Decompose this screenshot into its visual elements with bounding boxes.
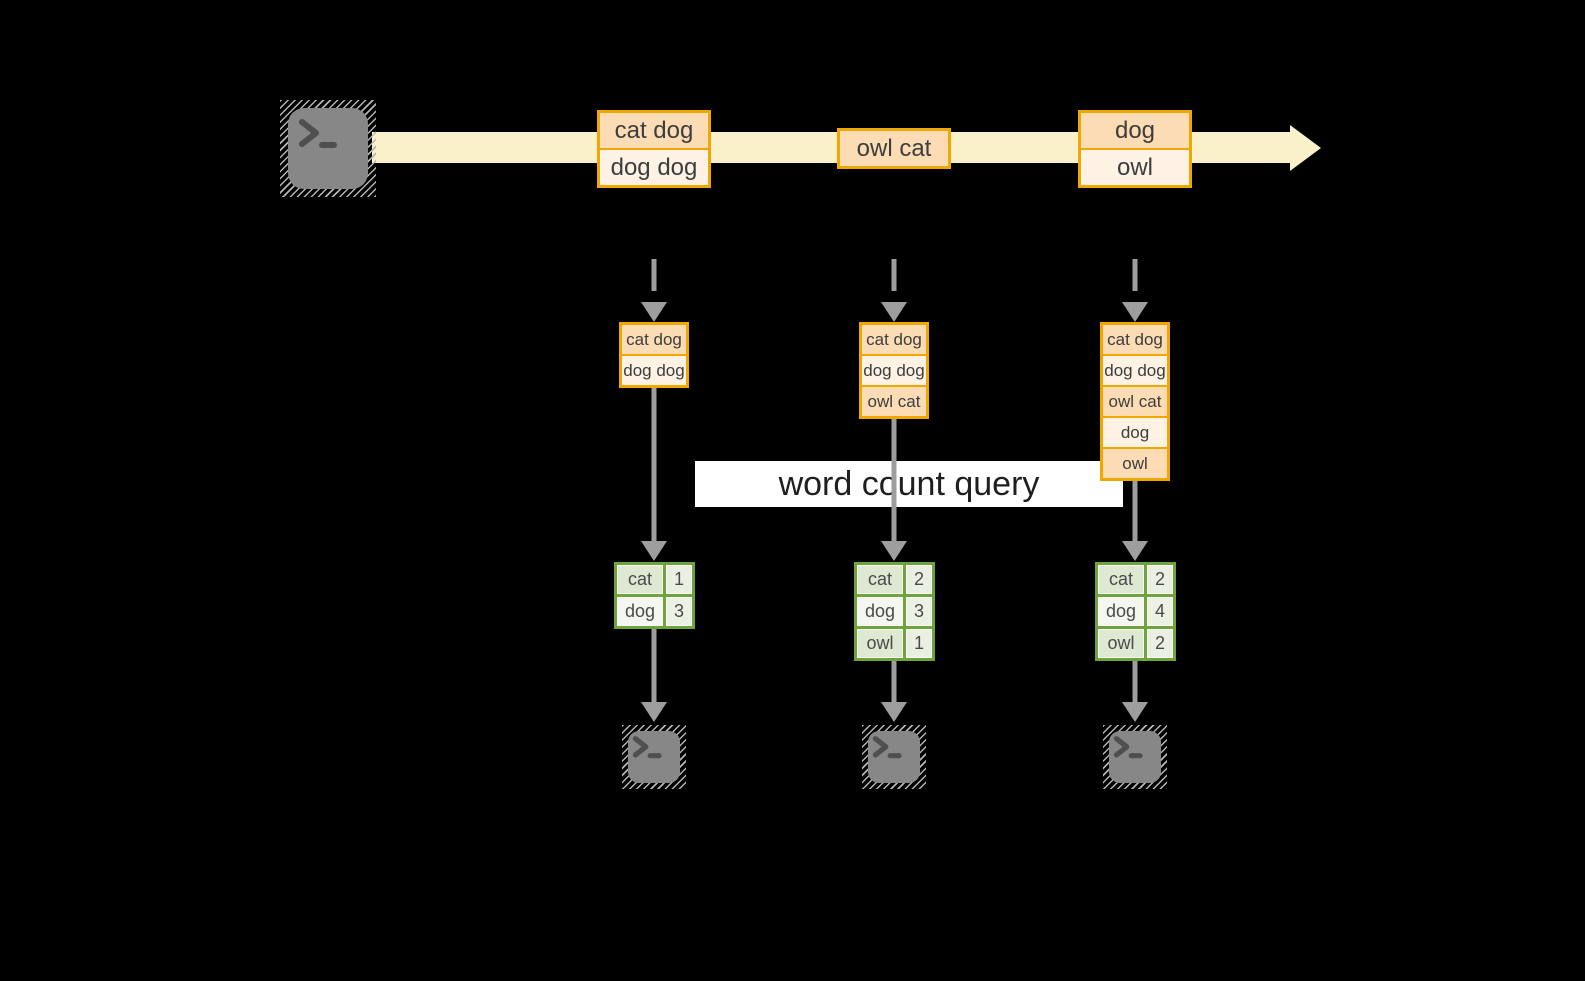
word-cell: cat (617, 565, 663, 594)
prompt-glyph (872, 736, 902, 759)
stream-event-3: dog owl (1078, 110, 1192, 188)
buffer-item: owl (1103, 449, 1167, 478)
count-table-3: cat 2 dog 4 owl 2 (1095, 562, 1176, 661)
buffer-item: cat dog (1103, 325, 1167, 354)
word-cell: dog (857, 597, 903, 626)
query-label: word count query (778, 464, 1040, 503)
word-cell: owl (1098, 629, 1144, 658)
stream-event-line: dog dog (600, 150, 708, 185)
buffer-item: owl cat (862, 387, 926, 416)
count-cell: 1 (666, 565, 692, 594)
stream-event-1: cat dog dog dog (597, 110, 711, 188)
query-banner: word count query (695, 461, 1123, 507)
query-arrow (641, 388, 1148, 561)
count-cell: 2 (1147, 565, 1173, 594)
word-cell: cat (1098, 565, 1144, 594)
count-cell: 3 (666, 597, 692, 626)
terminal-icon (862, 725, 926, 789)
count-table-1: cat 1 dog 3 (614, 562, 695, 629)
stream-event-line: dog (1081, 113, 1189, 148)
prompt-glyph (1113, 736, 1143, 759)
stream-event-line: cat dog (600, 113, 708, 148)
terminal-icon (280, 100, 376, 197)
buffer-item: dog (1103, 418, 1167, 447)
count-cell: 3 (906, 597, 932, 626)
stream-event-line: owl cat (840, 131, 948, 166)
event-buffer-1: cat dog dog dog (619, 322, 689, 388)
count-cell: 2 (1147, 629, 1173, 658)
word-cell: dog (617, 597, 663, 626)
count-cell: 4 (1147, 597, 1173, 626)
terminal-icon (622, 725, 686, 789)
prompt-glyph (632, 736, 662, 759)
buffer-item: dog dog (1103, 356, 1167, 385)
buffer-item: owl cat (1103, 387, 1167, 416)
buffer-item: cat dog (622, 325, 686, 354)
word-cell: owl (857, 629, 903, 658)
sink-arrow (641, 629, 1148, 722)
stream-event-2: owl cat (837, 128, 951, 169)
dashed-arrow (641, 259, 1148, 322)
word-cell: dog (1098, 597, 1144, 626)
count-table-2: cat 2 dog 3 owl 1 (854, 562, 935, 661)
stream-event-line: owl (1081, 150, 1189, 185)
word-cell: cat (857, 565, 903, 594)
event-buffer-2: cat dog dog dog owl cat (859, 322, 929, 419)
prompt-glyph (299, 119, 337, 148)
event-buffer-3: cat dog dog dog owl cat dog owl (1100, 322, 1170, 481)
count-cell: 1 (906, 629, 932, 658)
terminal-icon (1103, 725, 1167, 789)
count-cell: 2 (906, 565, 932, 594)
buffer-item: dog dog (862, 356, 926, 385)
buffer-item: cat dog (862, 325, 926, 354)
stream-arrowhead (1290, 125, 1321, 171)
buffer-item: dog dog (622, 356, 686, 385)
